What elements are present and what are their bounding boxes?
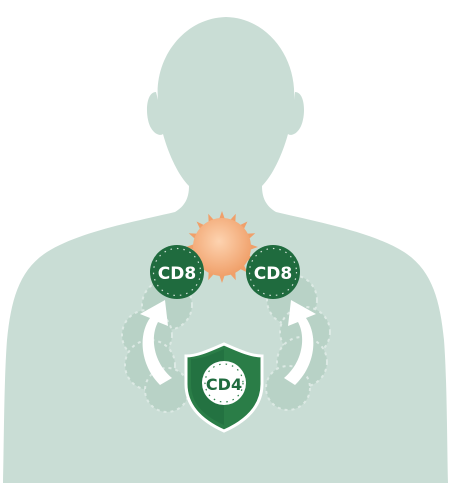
cd8-cell-left: CD8: [150, 245, 204, 299]
cd8-label-left: CD8: [158, 264, 196, 284]
cd8-cell-right: CD8: [246, 245, 300, 299]
cd4-label: CD4: [206, 375, 242, 394]
cd8-label-right: CD8: [254, 264, 292, 284]
